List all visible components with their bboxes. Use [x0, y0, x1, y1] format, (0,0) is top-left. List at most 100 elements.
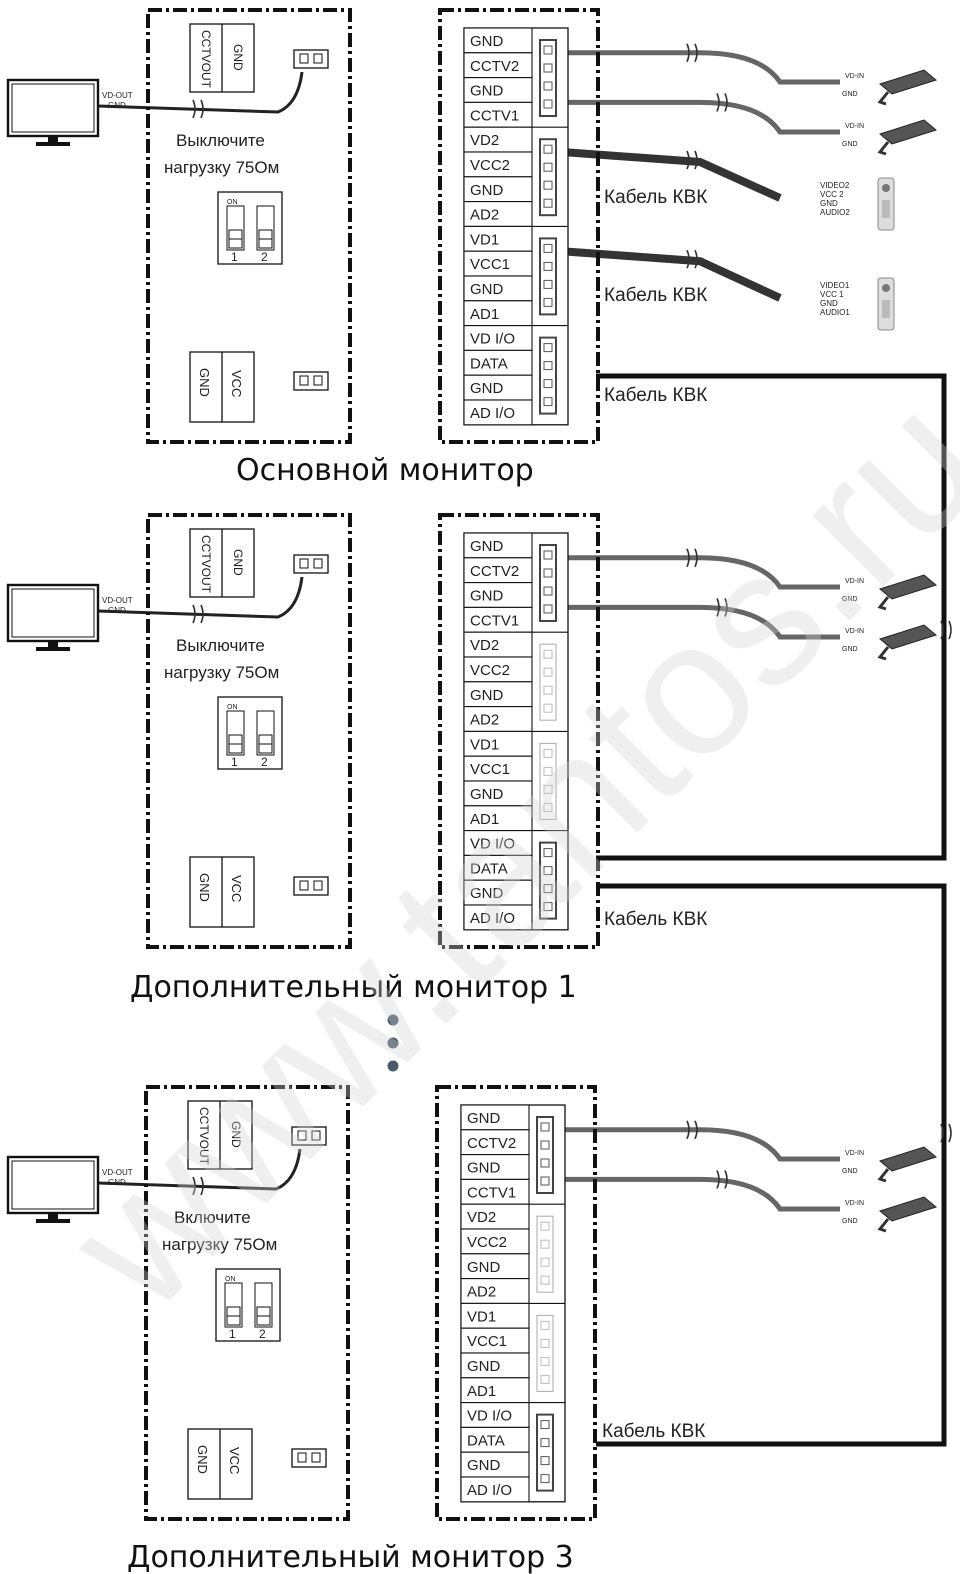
camera-icon	[878, 1146, 938, 1172]
terminal-label: CCTV2	[470, 563, 519, 580]
terminal-cell	[460, 1203, 530, 1230]
plug-pin	[313, 375, 323, 386]
terminal-cell	[463, 755, 533, 782]
cable-break	[716, 598, 728, 617]
terminal-label: GND	[470, 281, 504, 298]
connector-pin	[543, 397, 553, 407]
terminal-label: AD I/O	[470, 910, 515, 927]
group-connector	[539, 841, 557, 920]
tv-vdout-label: VD-OUT	[102, 596, 133, 605]
group-connector	[536, 1314, 554, 1392]
camera-gnd-label: GND	[842, 141, 858, 148]
terminal-cell	[460, 1476, 530, 1503]
terminal-label: AD1	[470, 306, 499, 323]
connector-pin	[540, 1474, 550, 1484]
gnd-label: GND	[231, 549, 245, 576]
dip-number: 1	[231, 755, 238, 769]
camera-vdin-label: VD-IN	[845, 578, 864, 585]
camera-gnd-label: GND	[842, 596, 858, 603]
terminal-cell	[460, 1178, 530, 1205]
terminal-label: GND	[470, 588, 504, 605]
power-vcc-label: VCC	[227, 1447, 242, 1474]
camera-cable	[562, 555, 840, 590]
tv-stand	[36, 142, 70, 146]
plug-pin	[299, 375, 309, 386]
terminal-cell	[463, 854, 533, 881]
connector-pin	[540, 1456, 550, 1466]
terminal-cell	[463, 77, 533, 103]
plug-pin	[299, 880, 309, 891]
tv-gnd-label: GND	[108, 606, 126, 615]
terminal-label: GND	[470, 83, 504, 100]
group-connector	[539, 138, 557, 217]
connector-pin	[543, 261, 553, 271]
connector-pin	[543, 685, 553, 695]
terminal-cell	[463, 631, 533, 658]
gnd-label: GND	[231, 44, 245, 71]
connector-pin	[543, 279, 553, 289]
terminal-cell	[463, 101, 533, 128]
group-connector	[536, 1413, 554, 1492]
group-connector	[536, 1215, 554, 1293]
connector-pin	[543, 766, 553, 776]
terminal-label: VD I/O	[467, 1408, 512, 1425]
terminal-label: CCTV1	[470, 107, 519, 124]
connector-pin	[543, 550, 553, 560]
connector-pin	[543, 703, 553, 713]
terminal-cell	[463, 52, 533, 79]
group-connector	[539, 643, 557, 721]
camera-cable	[562, 50, 840, 85]
tv-vdout-label: VD-OUT	[102, 91, 133, 100]
group-connector	[539, 237, 557, 316]
plug-pin	[297, 1452, 307, 1463]
terminal-label: AD I/O	[467, 1482, 512, 1499]
ellipsis-dot	[387, 1060, 399, 1072]
camera-bracket	[877, 596, 890, 611]
camera-vdin-label: VD-IN	[845, 1200, 864, 1207]
terminal-label: VCC2	[470, 157, 510, 174]
cable-kvk-label: Кабель КВК	[604, 909, 707, 930]
terminal-label: GND	[470, 687, 504, 704]
load-note-line2: нагрузку 75Ом	[164, 663, 279, 682]
terminal-label: DATA	[467, 1432, 505, 1449]
monitor-back-left-frame	[146, 513, 352, 949]
plug-pin	[297, 1130, 307, 1141]
connector-pin	[543, 866, 553, 876]
cable-break	[940, 1123, 952, 1143]
bus-cable	[596, 883, 947, 1447]
load-note-line2: нагрузку 75Ом	[164, 158, 279, 177]
power-gnd-label: GND	[197, 368, 212, 397]
cable-break	[686, 1120, 698, 1140]
connector-pin	[540, 1374, 550, 1384]
group-connector	[539, 544, 557, 622]
terminal-label: CCTV2	[467, 1135, 516, 1152]
tv-screen	[11, 588, 95, 638]
terminal-cell	[463, 805, 533, 832]
group-connector	[536, 1116, 554, 1194]
terminal-label: VD I/O	[470, 331, 515, 348]
monitor-back-right-frame	[435, 1085, 597, 1521]
connector-pin	[543, 162, 553, 172]
connector-pin	[540, 1140, 550, 1150]
terminal-label: GND	[470, 786, 504, 803]
connector-pin	[543, 180, 553, 190]
camera-vdin-label: VD-IN	[845, 1150, 864, 1157]
terminal-label: VD2	[470, 637, 499, 654]
terminal-label: GND	[470, 182, 504, 199]
monitor-caption: Дополнительный монитор 1	[130, 970, 577, 1005]
ellipsis-dot	[387, 1014, 399, 1026]
cctvout-label: CCTVOUT	[199, 535, 213, 594]
terminal-cell	[460, 1426, 530, 1453]
cctvout-label: CCTVOUT	[199, 30, 213, 89]
cable-kvk-label: Кабель КВК	[602, 1421, 705, 1442]
tv-gnd-label: GND	[108, 101, 126, 110]
video-out-plug	[293, 49, 329, 69]
connector-pin	[543, 568, 553, 578]
terminal-cell	[463, 399, 533, 426]
terminal-label: VD1	[467, 1308, 496, 1325]
connector-pin	[540, 1338, 550, 1348]
panel-camera-lens	[882, 184, 890, 192]
plug-pin	[311, 1452, 321, 1463]
